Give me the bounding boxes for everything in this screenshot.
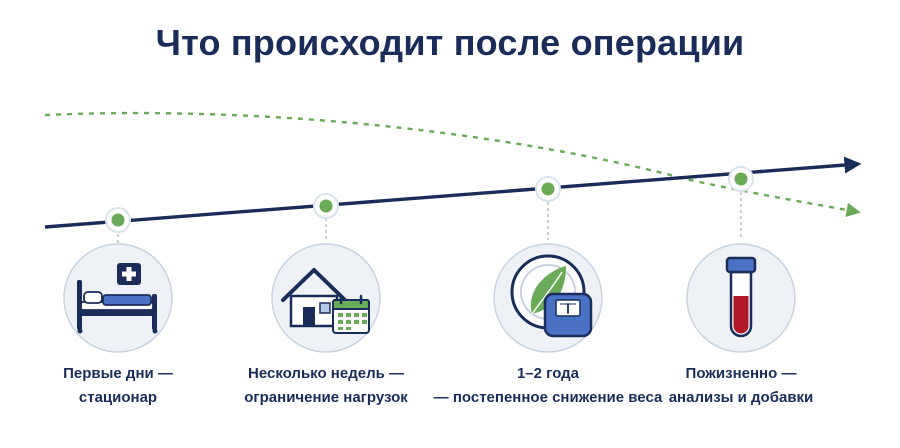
stage-caption-lifelong: Пожизненно — анализы и добавки [668,365,814,406]
page-title: Что происходит после операции [155,22,745,63]
test-tube-icon [725,256,757,338]
timeline-arrow [44,156,862,229]
house-calendar-icon [281,268,370,334]
plate-scale-icon [510,254,593,338]
stage-one-two-years [493,176,603,353]
stage-few-weeks [271,193,381,353]
stage-caption-one-two-years: 1–2 года — постепенное снижение веса [433,365,663,406]
hospital-bed-icon [77,263,158,334]
stage-caption-few-weeks: Несколько недель — ограничение нагрузок [244,365,408,406]
stage-lifelong [686,166,796,353]
stage-first-days [63,207,173,353]
stage-caption-first-days: Первые дни — стационар [63,365,173,406]
weight-trend-curve [44,111,861,217]
